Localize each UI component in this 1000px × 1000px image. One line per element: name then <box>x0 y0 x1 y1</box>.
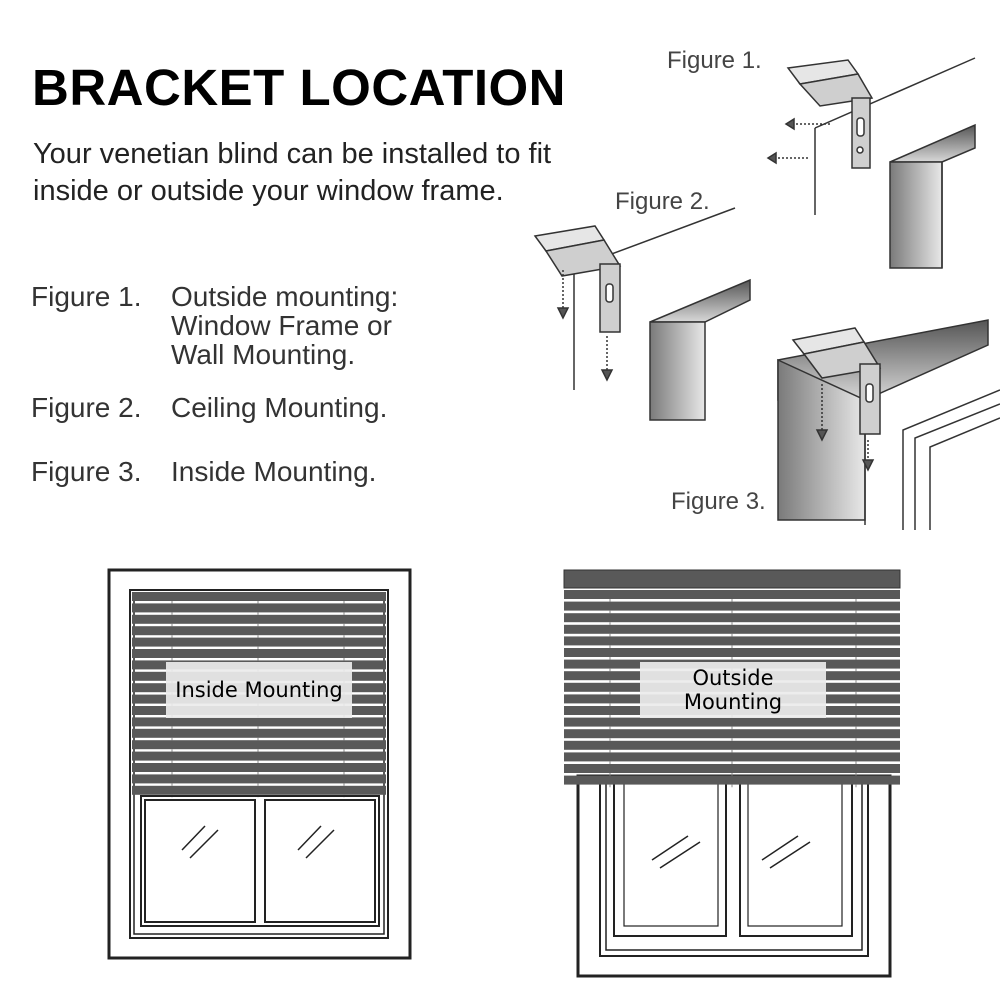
blind-slat <box>564 729 900 739</box>
blind-slat <box>132 763 386 772</box>
blind-slat <box>132 774 386 784</box>
glass-reflection-icon <box>181 825 335 859</box>
blind-slat <box>132 751 386 761</box>
bracket-icon <box>791 327 882 435</box>
blind-slat <box>564 601 900 611</box>
blind-slat <box>132 637 386 647</box>
legend-figure-description: Ceiling Mounting. <box>171 392 388 423</box>
blind-slat <box>132 614 386 624</box>
blind-slat <box>564 648 900 657</box>
legend-figure-description: Inside Mounting. <box>171 456 377 487</box>
intro-text: Your venetian blind can be installed to … <box>33 138 552 207</box>
figure-2-illustration <box>533 207 751 421</box>
blind-slat <box>132 717 386 727</box>
blind-slat <box>564 624 900 634</box>
outside-mounting-caption: Outside Mounting <box>640 662 826 718</box>
blind-slat <box>564 775 900 785</box>
inside-mounting-window <box>107 568 412 960</box>
blind-slat <box>564 740 900 750</box>
screw-icon <box>600 336 614 382</box>
blind-slat <box>132 626 386 636</box>
blind-slat <box>132 649 386 658</box>
blind-slat <box>132 592 386 601</box>
legend-figure-number: Figure 3. <box>31 456 142 487</box>
legend-figure-number: Figure 1. <box>31 281 142 312</box>
blind-slat <box>564 752 900 762</box>
inside-mounting-caption: Inside Mounting <box>166 662 352 718</box>
blind-slat <box>564 590 900 599</box>
glass-reflection-icon <box>651 835 811 869</box>
screw-icon <box>766 151 810 165</box>
figure-1-label: Figure 1. <box>667 47 762 74</box>
legend-item-figure-2: Figure 2. Ceiling Mounting. <box>31 393 387 422</box>
bracket-illustrations <box>533 57 1000 530</box>
figure-3-illustration <box>777 319 1000 530</box>
legend-figure-number: Figure 2. <box>31 392 142 423</box>
bracket-icon <box>533 225 622 333</box>
figure-3-label: Figure 3. <box>671 488 766 515</box>
legend-figure-description: Outside mounting: Window Frame or Wall M… <box>171 281 399 370</box>
legend-item-figure-3: Figure 3. Inside Mounting. <box>31 457 376 486</box>
screw-icon <box>784 117 830 131</box>
screw-icon <box>556 270 570 320</box>
screw-icon <box>861 440 875 472</box>
bracket-icon <box>786 59 874 169</box>
outside-blind-headrail <box>563 569 901 589</box>
screw-icon <box>815 384 829 442</box>
blind-slat <box>564 636 900 646</box>
blind-slat <box>564 613 900 623</box>
outside-mounting-window <box>563 569 901 978</box>
blind-slat <box>564 764 900 773</box>
page-title: BRACKET LOCATION <box>32 59 567 116</box>
blind-slat <box>564 717 900 727</box>
legend-item-figure-1: Figure 1. Outside mounting: Window Frame … <box>31 282 398 369</box>
blind-slat <box>132 740 386 750</box>
figure-2-label: Figure 2. <box>615 188 710 215</box>
blind-slat <box>132 728 386 738</box>
blind-slat <box>132 785 386 795</box>
figure-1-illustration <box>766 57 976 269</box>
blind-slat <box>132 603 386 613</box>
